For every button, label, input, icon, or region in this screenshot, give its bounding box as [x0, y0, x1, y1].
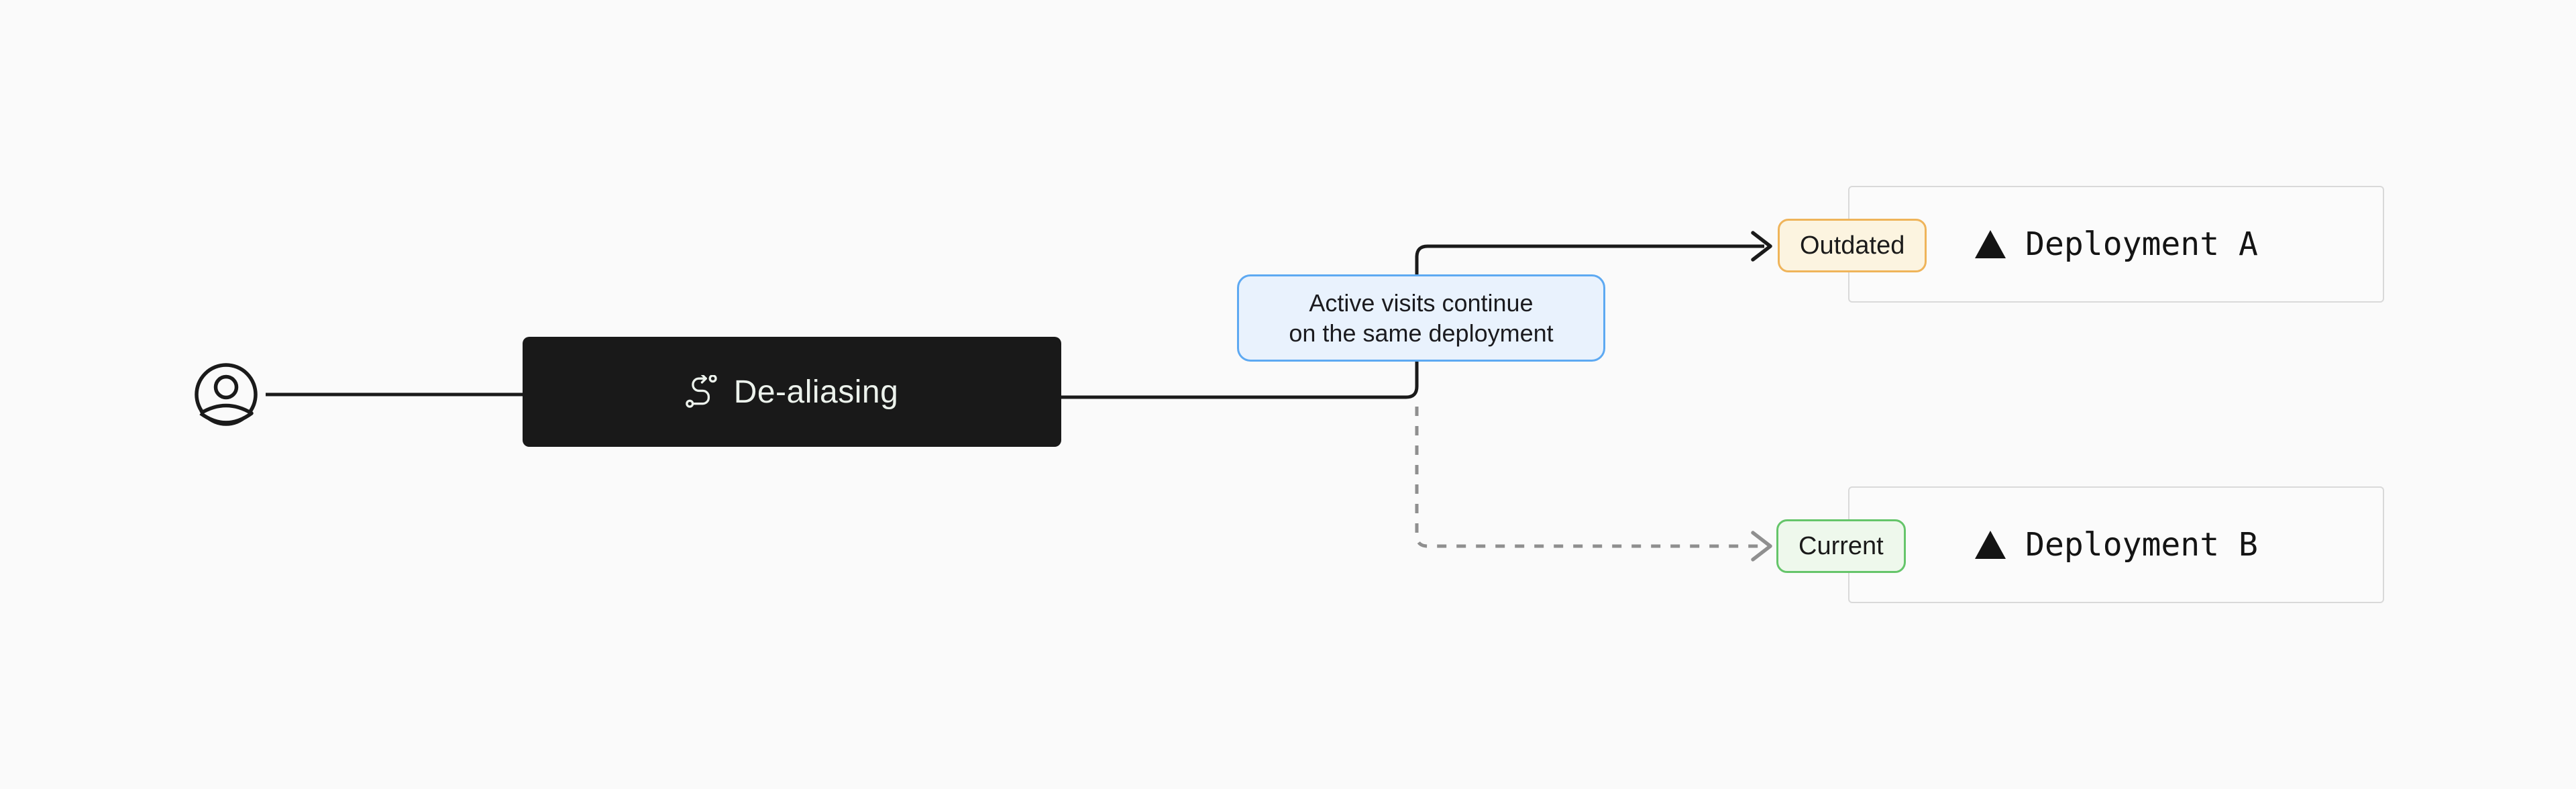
user-icon — [195, 363, 258, 426]
status-badge-current: Current — [1776, 519, 1906, 573]
vercel-triangle-icon — [1975, 230, 2006, 258]
tooltip-active-visits: Active visits continue on the same deplo… — [1237, 274, 1605, 362]
deployment-b-card: Deployment B — [1848, 486, 2384, 603]
dashed-connector-arrow-icon — [1751, 531, 1772, 562]
deployment-b-name: Deployment B — [2025, 526, 2258, 564]
status-badge-current-label: Current — [1799, 531, 1884, 560]
deployment-a-name: Deployment A — [2025, 225, 2258, 263]
deployment-a-card: Deployment A — [1848, 186, 2384, 303]
status-badge-outdated: Outdated — [1778, 219, 1927, 272]
solid-connector-arrow-icon — [1751, 231, 1772, 262]
dashed-connector — [1415, 407, 1759, 548]
process-node-dealiasing: De-aliasing — [523, 337, 1061, 447]
status-badge-outdated-label: Outdated — [1800, 231, 1905, 260]
tooltip-line-1: Active visits continue — [1309, 289, 1534, 317]
process-label: De-aliasing — [733, 374, 899, 410]
vercel-triangle-icon — [1975, 531, 2006, 559]
route-icon — [685, 375, 717, 408]
tooltip-line-2: on the same deployment — [1289, 319, 1554, 347]
